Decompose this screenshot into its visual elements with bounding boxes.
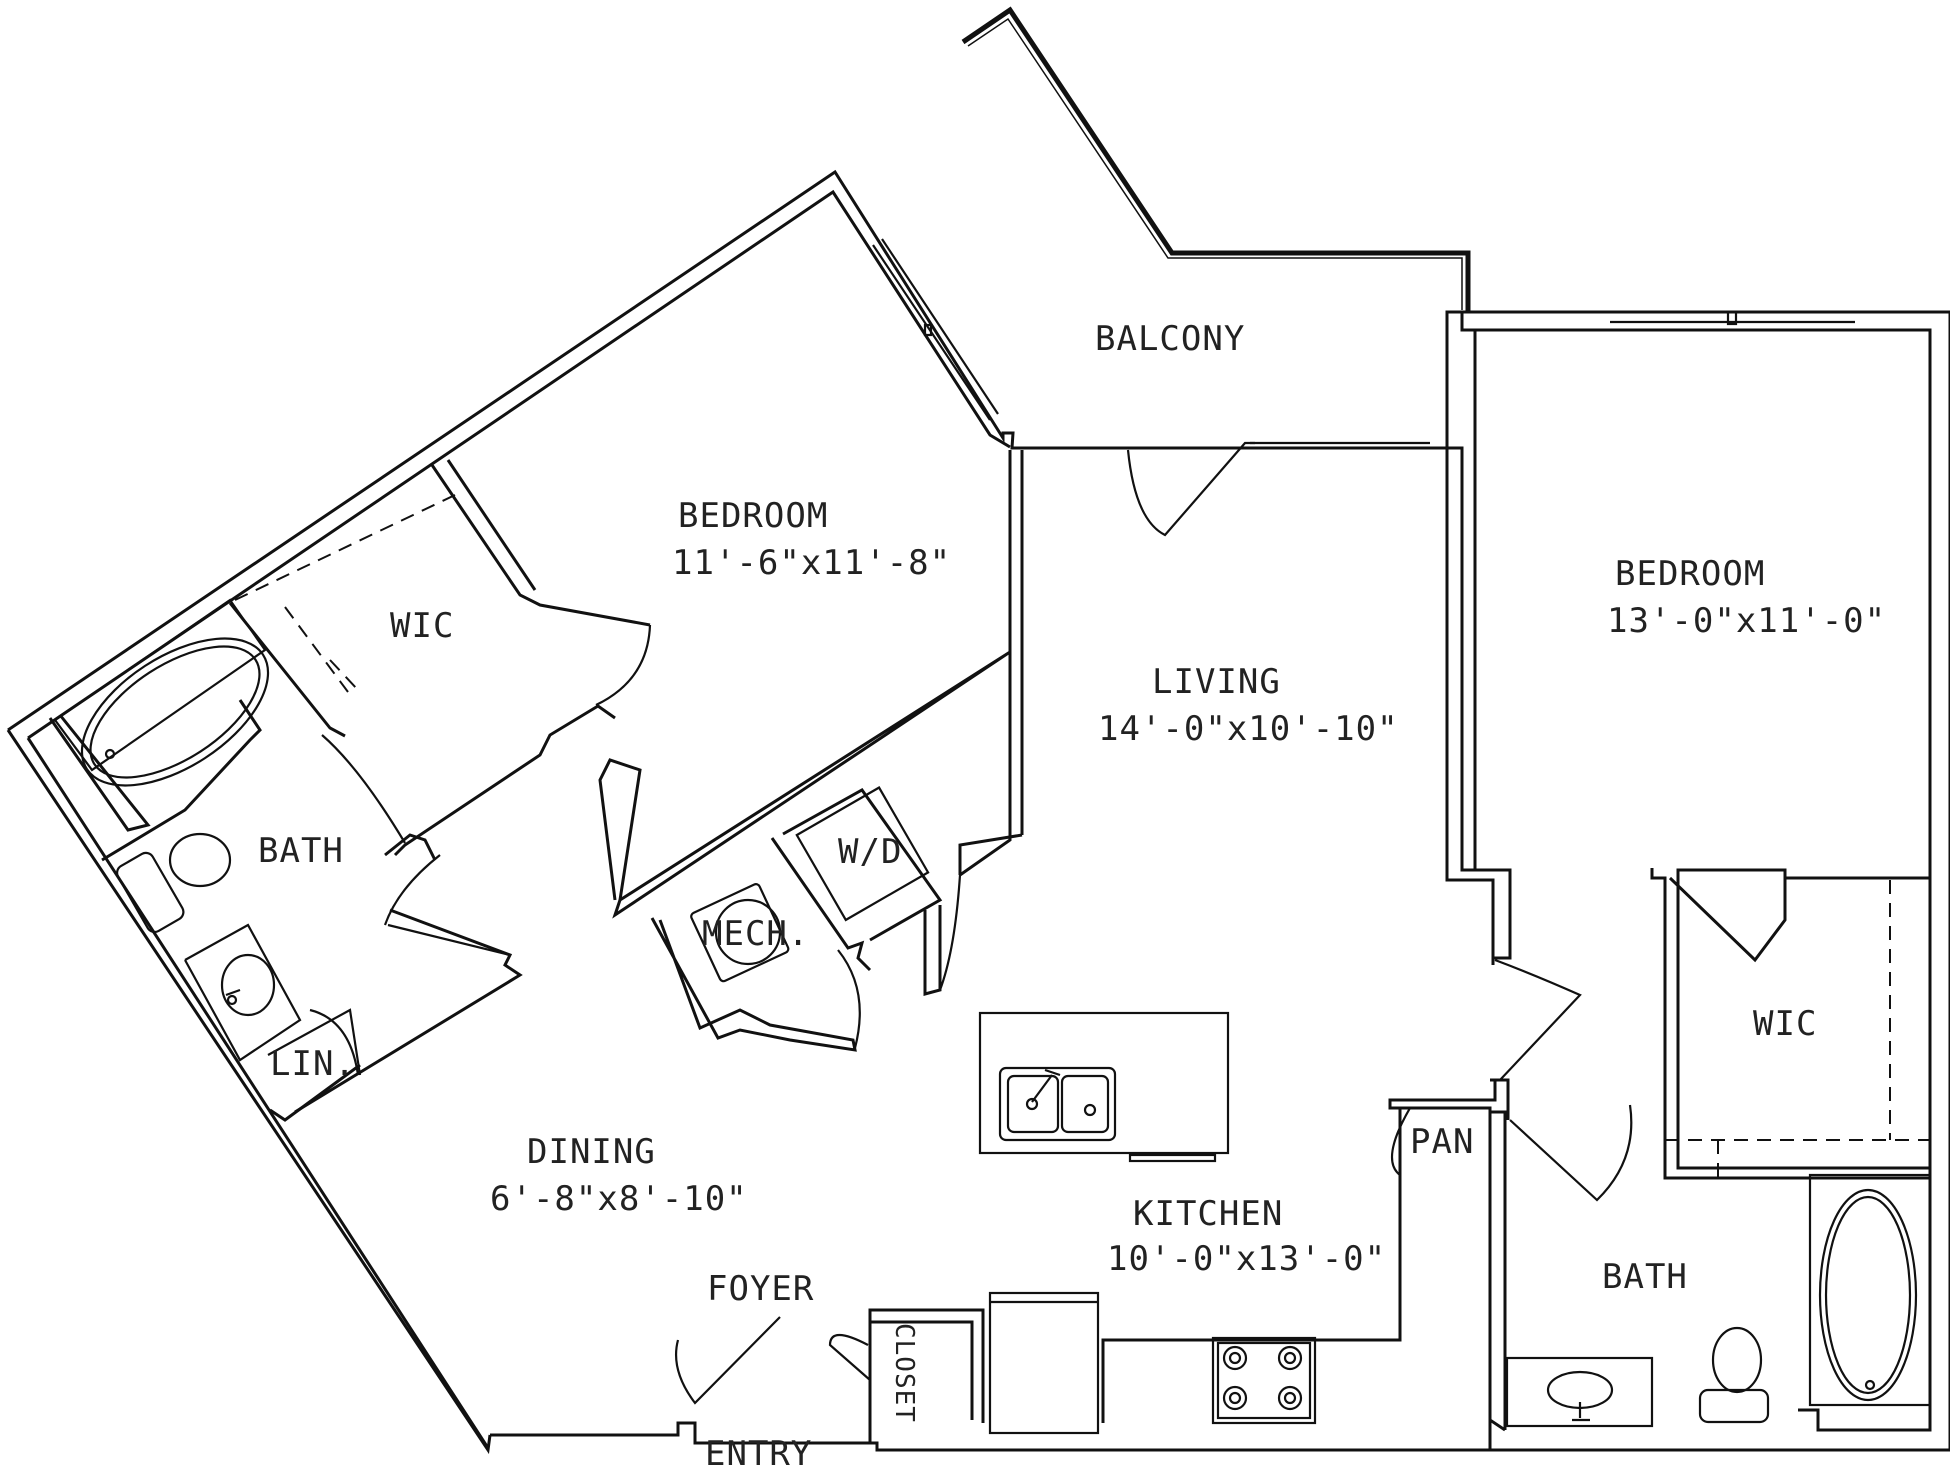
bedroom-right-label: BEDROOM	[1615, 554, 1765, 594]
kitchen-label: KITCHEN	[1133, 1194, 1283, 1234]
wic-right-label: WIC	[1753, 1004, 1817, 1044]
interior-walls	[48, 312, 1932, 1450]
linen-label: LIN.	[270, 1044, 356, 1084]
fixtures	[54, 598, 1932, 1435]
entry-label: ENTRY	[705, 1434, 812, 1474]
dining-label: DINING	[527, 1132, 656, 1172]
bath-right-label: BATH	[1602, 1257, 1688, 1297]
living-size: 14'-0"x10'-10"	[1098, 709, 1399, 749]
balcony-railing	[961, 6, 1471, 312]
kitchen-size: 10'-0"x13'-0"	[1107, 1239, 1386, 1279]
living-label: LIVING	[1152, 662, 1281, 702]
mech-label: MECH.	[702, 914, 809, 954]
foyer-label: FOYER	[707, 1269, 814, 1309]
dining-size: 6'-8"x8'-10"	[490, 1179, 748, 1219]
room-labels: BALCONY BEDROOM 11'-6"x11'-8" WIC BATH L…	[258, 319, 1886, 1474]
balcony-label: BALCONY	[1095, 319, 1245, 359]
closet-label: CLOSET	[889, 1323, 919, 1423]
pantry-label: PAN	[1410, 1122, 1474, 1162]
bedroom-left-size: 11'-6"x11'-8"	[672, 543, 951, 583]
bedroom-left-label: BEDROOM	[678, 496, 828, 536]
dashed-lines	[234, 494, 1930, 1180]
wic-left-label: WIC	[390, 606, 454, 646]
bath-left-label: BATH	[258, 831, 344, 871]
wd-label: W/D	[838, 832, 902, 872]
windows	[872, 238, 1855, 445]
bedroom-right-size: 13'-0"x11'-0"	[1607, 601, 1886, 641]
doors	[309, 441, 1633, 1405]
